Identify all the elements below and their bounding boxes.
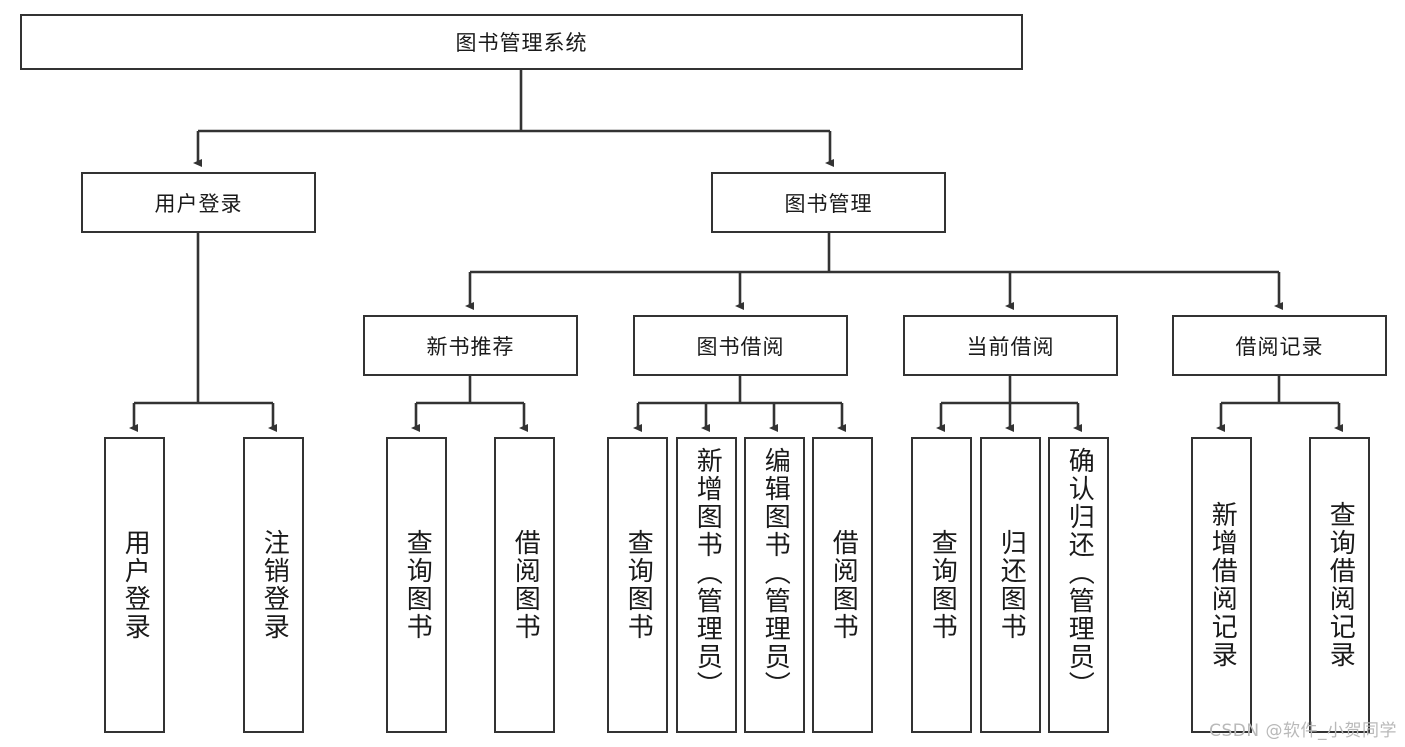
- leaf-recommend-query-book[interactable]: 查询图书: [386, 437, 447, 733]
- leaf-current-return-book[interactable]: 归还图书: [980, 437, 1041, 733]
- leaf-record-query-record[interactable]: 查询借阅记录: [1309, 437, 1370, 733]
- node-label: 图书管理系统: [455, 31, 588, 55]
- node-book-management[interactable]: 图书管理: [711, 172, 946, 233]
- node-label: 新增图书（管理员）: [692, 447, 723, 699]
- node-label: 查询图书: [623, 529, 654, 641]
- leaf-borrow-borrow-book[interactable]: 借阅图书: [812, 437, 873, 733]
- node-label: 注销登录: [259, 529, 290, 641]
- node-current-borrow[interactable]: 当前借阅: [903, 315, 1118, 376]
- node-borrow-record[interactable]: 借阅记录: [1172, 315, 1387, 376]
- node-label: 新书推荐: [426, 334, 515, 359]
- node-new-book-recommend[interactable]: 新书推荐: [363, 315, 578, 376]
- node-label: 查询借阅记录: [1325, 501, 1356, 669]
- node-label: 借阅记录: [1235, 334, 1324, 359]
- node-label: 编辑图书（管理员）: [760, 447, 791, 699]
- leaf-borrow-query-book[interactable]: 查询图书: [607, 437, 668, 733]
- node-label: 用户登录: [154, 191, 243, 216]
- node-user-login[interactable]: 用户登录: [81, 172, 316, 233]
- node-label: 查询图书: [927, 529, 958, 641]
- leaf-recommend-borrow-book[interactable]: 借阅图书: [494, 437, 555, 733]
- node-label: 借阅图书: [510, 529, 541, 641]
- node-label: 归还图书: [996, 529, 1027, 641]
- leaf-borrow-edit-book-admin[interactable]: 编辑图书（管理员）: [744, 437, 805, 733]
- leaf-user-login-signout[interactable]: 注销登录: [243, 437, 304, 733]
- leaf-current-confirm-return-admin[interactable]: 确认归还（管理员）: [1048, 437, 1109, 733]
- node-label: 用户登录: [120, 529, 151, 641]
- leaf-user-login-signin[interactable]: 用户登录: [104, 437, 165, 733]
- node-label: 图书借阅: [696, 334, 785, 359]
- node-label: 确认归还（管理员）: [1064, 447, 1095, 699]
- watermark-text: CSDN @软件_小贺同学: [1209, 721, 1397, 741]
- node-label: 图书管理: [784, 191, 873, 216]
- node-book-borrow[interactable]: 图书借阅: [633, 315, 848, 376]
- node-label: 当前借阅: [966, 334, 1055, 359]
- node-label: 查询图书: [402, 529, 433, 641]
- node-label: 新增借阅记录: [1207, 501, 1238, 669]
- leaf-record-add-record[interactable]: 新增借阅记录: [1191, 437, 1252, 733]
- leaf-current-query-book[interactable]: 查询图书: [911, 437, 972, 733]
- node-label: 借阅图书: [828, 529, 859, 641]
- node-root-system[interactable]: 图书管理系统: [20, 14, 1023, 70]
- leaf-borrow-add-book-admin[interactable]: 新增图书（管理员）: [676, 437, 737, 733]
